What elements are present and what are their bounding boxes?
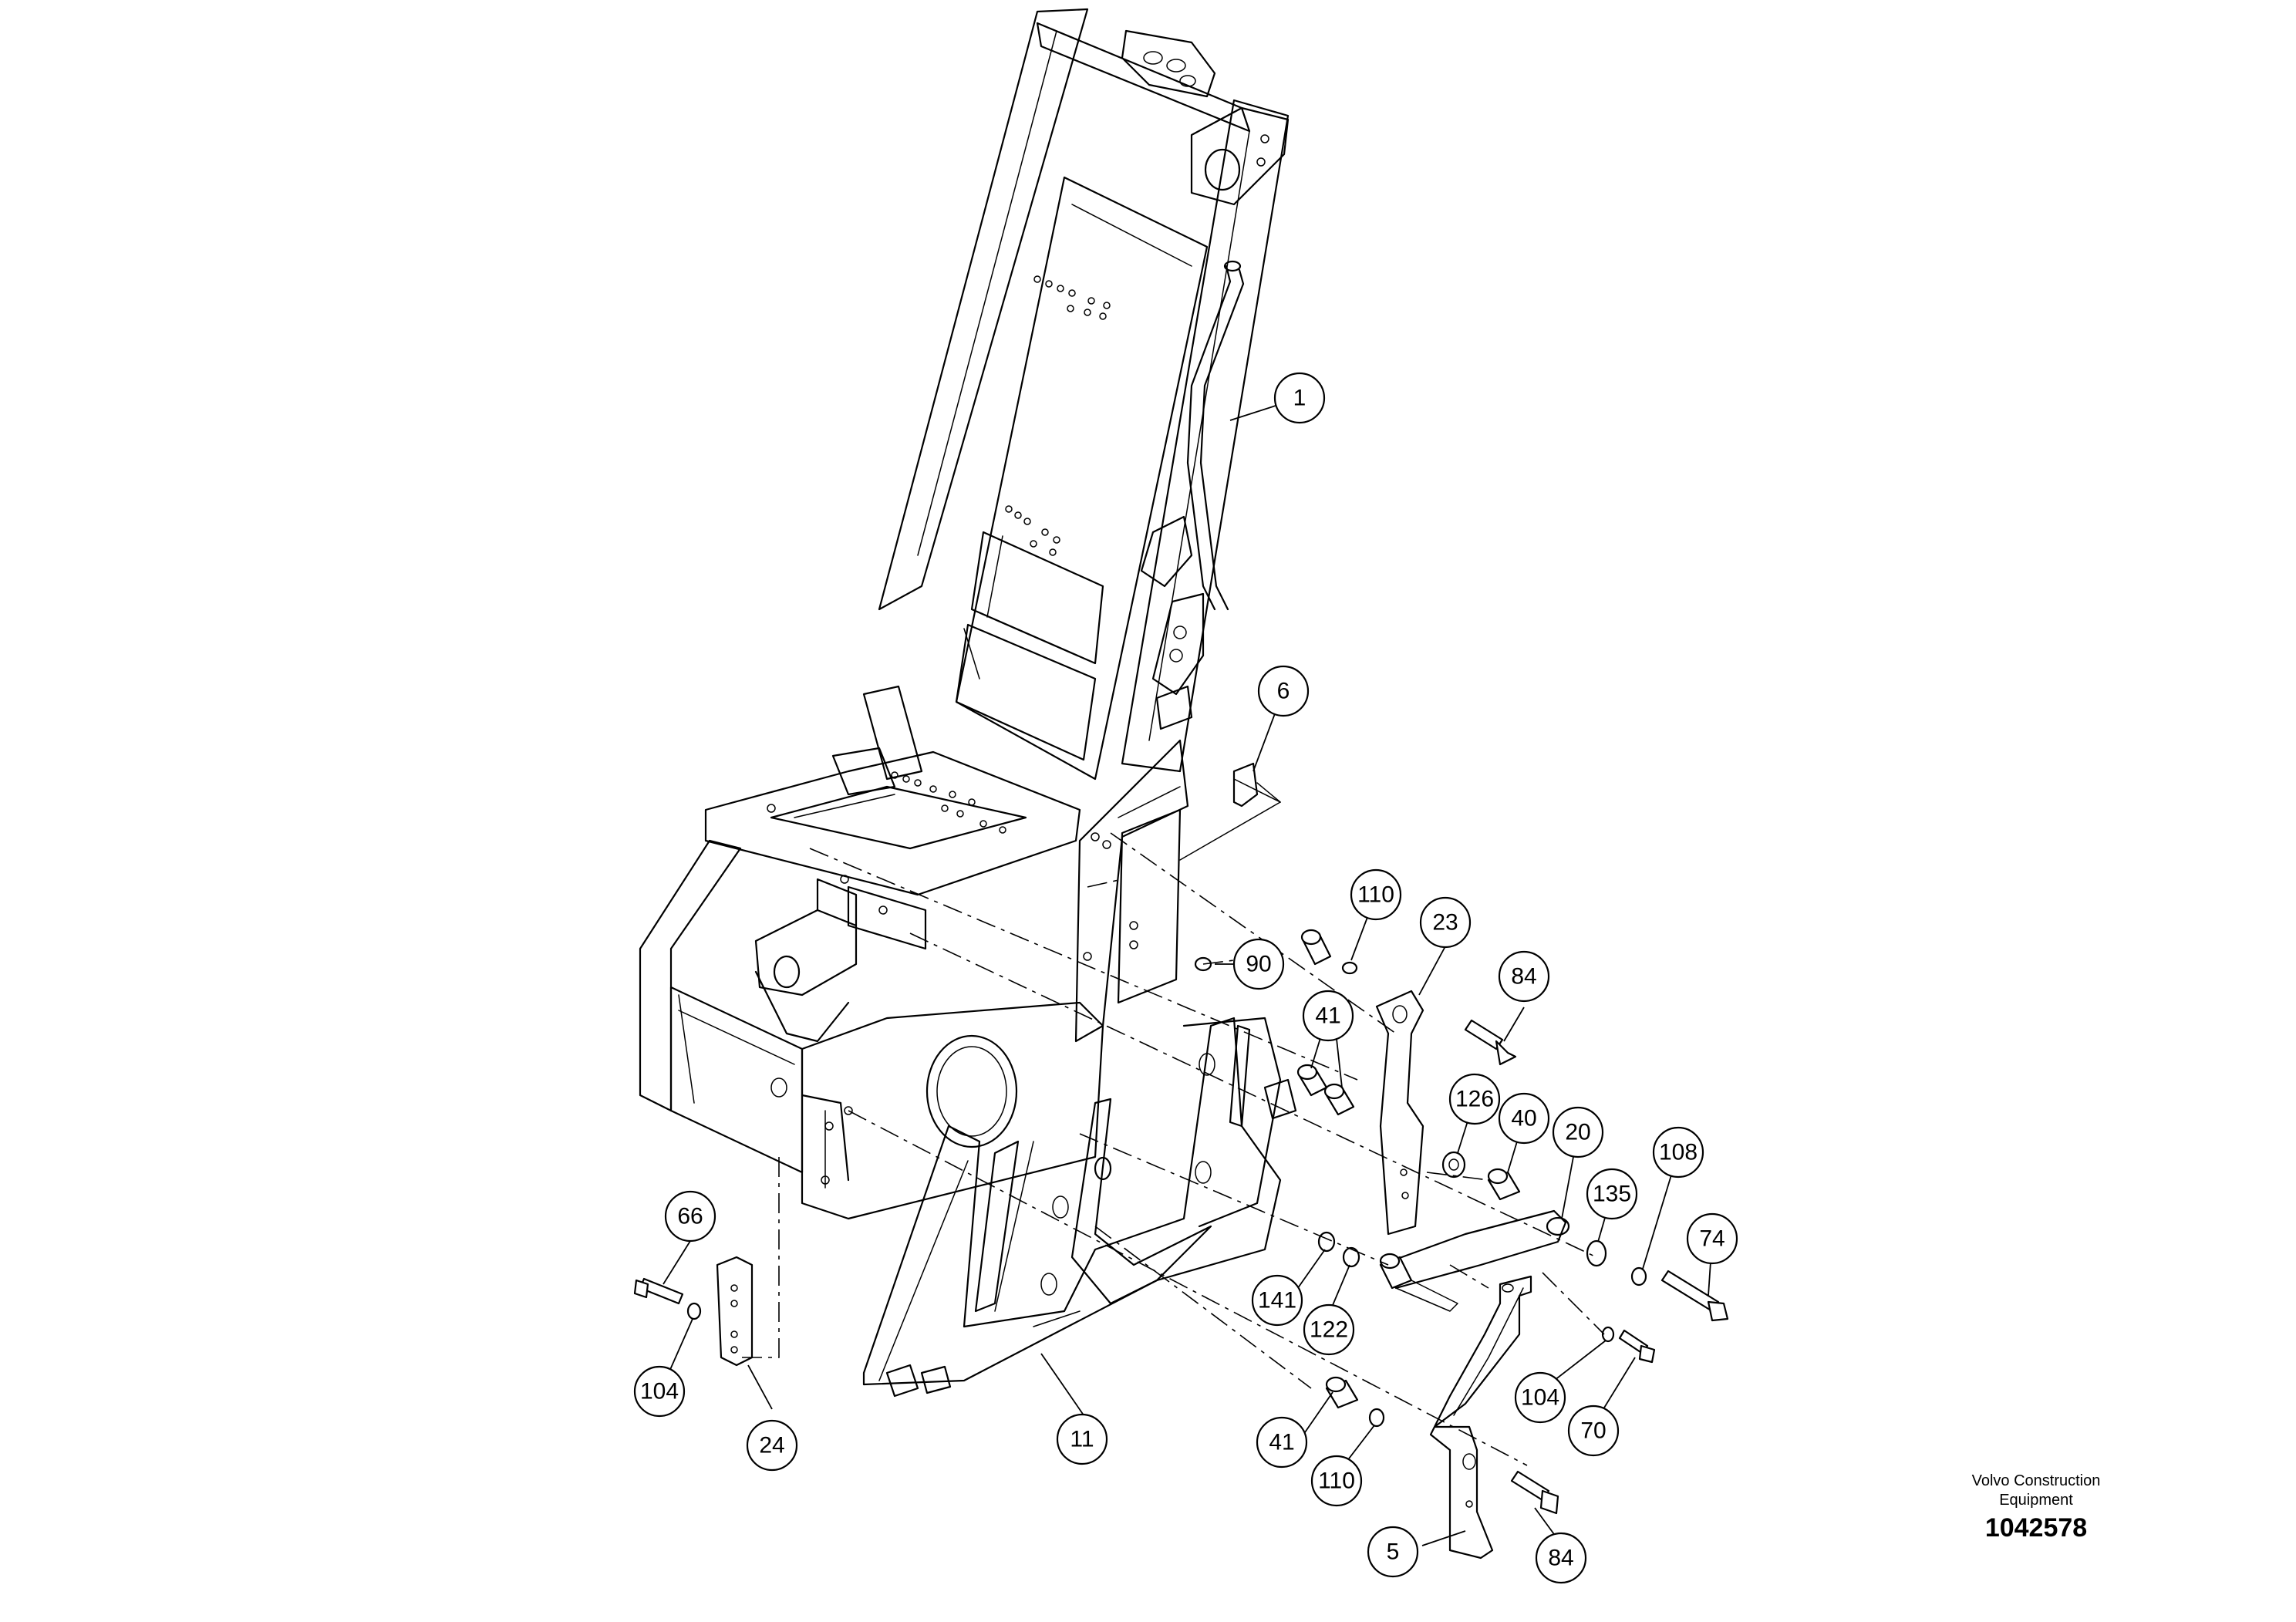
link-arm-20 [1379, 1209, 1570, 1312]
callout-label: 66 [677, 1204, 703, 1229]
callout-110-upper: 110 [1350, 868, 1402, 921]
callout-41-lower: 41 [1256, 1416, 1308, 1469]
callout-24: 24 [746, 1419, 798, 1472]
callout-label: 104 [640, 1379, 679, 1404]
callout-label: 23 [1432, 910, 1458, 936]
callout-label: 20 [1565, 1120, 1590, 1145]
callout-label: 84 [1548, 1546, 1573, 1571]
document-number: 1042578 [1984, 1513, 2088, 1543]
callout-66: 66 [664, 1190, 716, 1243]
brand-line-2: Equipment [1999, 1492, 2073, 1509]
callout-label: 70 [1580, 1418, 1606, 1444]
callout-108: 108 [1652, 1126, 1704, 1179]
callout-label: 11 [1070, 1427, 1094, 1452]
callout-122: 122 [1303, 1303, 1355, 1356]
callout-41-upper: 41 [1302, 990, 1354, 1042]
callout-104-left: 104 [633, 1365, 686, 1418]
leader-lines [663, 397, 1713, 1546]
main-frame [639, 8, 1290, 1220]
callout-110-lower: 110 [1310, 1455, 1363, 1507]
callout-label: 122 [1310, 1317, 1348, 1343]
callout-label: 126 [1455, 1087, 1494, 1112]
callout-84-lower: 84 [1535, 1532, 1587, 1584]
callout-label: 108 [1659, 1140, 1698, 1165]
callout-6: 6 [1257, 665, 1310, 717]
lever-23 [1375, 990, 1424, 1236]
callout-label: 41 [1269, 1430, 1294, 1455]
assembly-lines [737, 832, 1605, 1466]
floor-bracket-11 [862, 1017, 1297, 1398]
callout-74: 74 [1686, 1212, 1738, 1265]
callout-135: 135 [1586, 1168, 1638, 1220]
callout-1: 1 [1273, 372, 1326, 424]
clip-6 [1179, 762, 1281, 861]
callout-label: 104 [1521, 1385, 1559, 1411]
callout-label: 135 [1593, 1182, 1631, 1207]
callout-84-upper: 84 [1498, 950, 1550, 1003]
brand-line-1: Volvo Construction [1971, 1472, 2101, 1489]
bracket-5 [1429, 1275, 1532, 1560]
callout-90: 90 [1232, 938, 1285, 990]
brand-caption: Volvo Construction Equipment [1920, 1472, 2152, 1510]
callout-5: 5 [1367, 1526, 1419, 1578]
callout-40: 40 [1498, 1092, 1550, 1145]
callout-label: 5 [1387, 1539, 1400, 1565]
callout-label: 141 [1258, 1288, 1296, 1313]
callout-23: 23 [1419, 896, 1472, 949]
callout-20: 20 [1552, 1106, 1604, 1158]
callout-label: 110 [1357, 882, 1394, 908]
callout-104-right: 104 [1514, 1371, 1566, 1424]
callout-141: 141 [1251, 1274, 1303, 1327]
callout-label: 41 [1315, 1003, 1340, 1029]
callout-label: 6 [1277, 679, 1290, 704]
callout-label: 24 [759, 1433, 784, 1458]
callout-11: 11 [1056, 1413, 1108, 1465]
callout-label: 110 [1318, 1469, 1355, 1494]
callout-70: 70 [1567, 1404, 1620, 1457]
callout-label: 1 [1293, 386, 1306, 411]
callout-label: 74 [1699, 1226, 1725, 1252]
callout-label: 90 [1246, 952, 1271, 977]
callout-label: 40 [1511, 1106, 1536, 1131]
strip-24 [716, 1256, 754, 1367]
callout-label: 84 [1511, 964, 1536, 990]
callout-126: 126 [1448, 1073, 1501, 1125]
bushings-and-washers [633, 929, 1729, 1515]
